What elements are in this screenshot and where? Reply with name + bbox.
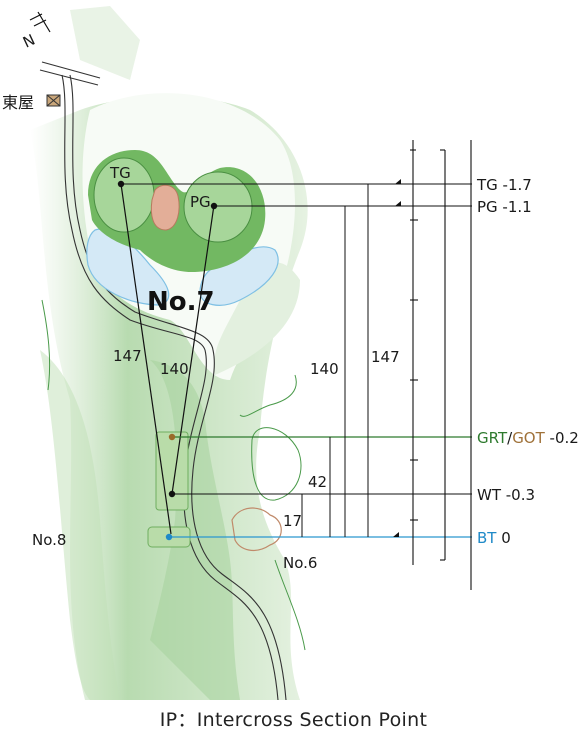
- dist-pg-vertical: 140: [310, 360, 339, 378]
- tg-dot: [117, 180, 125, 188]
- wt-dot: [168, 490, 176, 498]
- profile-scale: [410, 140, 472, 590]
- elevation-label: PG -1.1: [477, 198, 532, 216]
- legend-caption: IP：Intercross Section Point: [159, 709, 428, 731]
- distance-lines: [301, 184, 369, 537]
- elevation-label: BT 0: [477, 529, 511, 547]
- elevation-part: /: [507, 429, 513, 447]
- dist-bt-vertical: 17: [283, 512, 302, 530]
- neighbor-hole-right: No.6: [283, 554, 317, 572]
- elevation-label: GRT/GOT -0.2: [477, 429, 579, 447]
- hole-title: No.7: [147, 287, 215, 317]
- elevation-part: 0: [496, 529, 510, 547]
- pg-label: PG: [190, 193, 211, 211]
- rough-area: [30, 6, 308, 700]
- elevation-label: WT -0.3: [477, 486, 535, 504]
- play-lines: [120, 183, 215, 535]
- elevation-part: PG -1.1: [477, 198, 532, 216]
- elevation-part: -0.2: [545, 429, 579, 447]
- dist-tg-diagonal: 147: [113, 347, 142, 365]
- elevation-part: GRT: [477, 429, 508, 447]
- pg-dot: [210, 202, 218, 210]
- elevation-part: TG -1.7: [476, 176, 532, 194]
- contour-lines: [41, 299, 306, 651]
- dist-tg-vertical: 147: [371, 348, 400, 366]
- elevation-part: WT -0.3: [477, 486, 535, 504]
- marker-dots: [117, 179, 401, 541]
- cart-path: [39, 61, 287, 701]
- dist-pg-diagonal: 140: [160, 360, 189, 378]
- elevation-part: GOT: [512, 429, 545, 447]
- elevation-part: BT: [477, 529, 497, 547]
- shelter-icon: [46, 94, 61, 107]
- tg-label: TG: [109, 164, 131, 182]
- neighbor-hole-left: No.8: [32, 531, 66, 549]
- bt-dot: [165, 533, 173, 541]
- north-label: N: [20, 31, 38, 52]
- bunker-no6: [231, 507, 282, 552]
- landmark-label: 東屋: [2, 93, 34, 112]
- dist-wt-vertical: 42: [308, 473, 327, 491]
- elevation-label: TG -1.7: [476, 176, 532, 194]
- north-symbol: [29, 11, 51, 33]
- green-complex: [88, 150, 266, 273]
- grt-dot: [168, 433, 176, 441]
